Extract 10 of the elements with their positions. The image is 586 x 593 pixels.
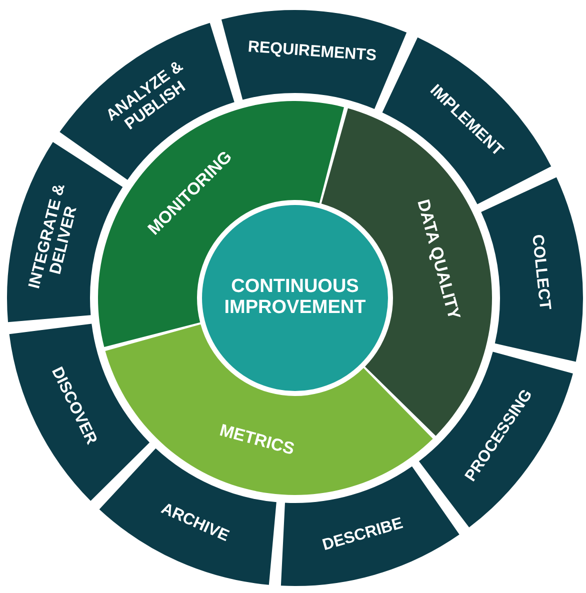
ring-segment	[9, 324, 150, 501]
ring-segment	[7, 142, 123, 322]
arc-segment	[105, 324, 433, 495]
ring-segment	[221, 10, 407, 110]
ring-segment	[418, 352, 573, 528]
ring-segment	[280, 466, 460, 586]
ring-segment	[481, 177, 583, 362]
phase-label: REQUIREMENTS	[247, 38, 378, 66]
phase-label: COLLECT	[527, 234, 553, 311]
center-label: CONTINUOUS IMPROVEMENT	[223, 277, 367, 319]
